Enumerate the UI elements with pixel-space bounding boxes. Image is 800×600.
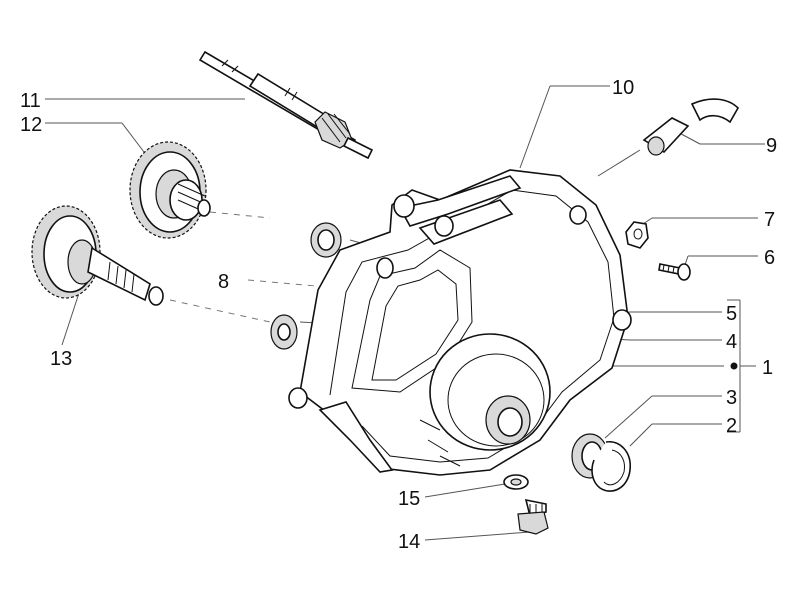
callout-15: 15 xyxy=(398,488,420,510)
leader-14 xyxy=(424,531,531,541)
transmission-cover xyxy=(288,169,632,476)
leader-2b xyxy=(629,423,653,447)
callout-14: 14 xyxy=(398,531,420,553)
screw-6 xyxy=(658,263,691,281)
oil-seal-lower xyxy=(270,314,298,350)
axis-line-upper xyxy=(209,211,271,219)
oil-seal-upper xyxy=(310,222,342,258)
axis-line-lower xyxy=(169,299,271,323)
callout-1: 1 xyxy=(762,357,773,379)
leader-15 xyxy=(424,483,506,498)
leader-3b xyxy=(604,395,653,439)
leader-1-dot xyxy=(730,362,738,370)
callout-9: 9 xyxy=(766,135,777,157)
leader-9c xyxy=(597,149,641,177)
callout-12: 12 xyxy=(20,114,42,136)
callout-6: 6 xyxy=(764,247,775,269)
callout-13: 13 xyxy=(50,348,72,370)
drain-plug-14 xyxy=(517,498,549,535)
washer-15 xyxy=(503,474,529,490)
output-shaft xyxy=(198,50,374,160)
callout-4: 4 xyxy=(726,331,737,353)
callout-2: 2 xyxy=(726,415,737,437)
leader-13 xyxy=(61,289,81,346)
clip-7 xyxy=(625,221,649,249)
callout-8: 8 xyxy=(218,271,229,293)
circlip-2 xyxy=(591,441,631,492)
lower-gear-shaft xyxy=(31,205,164,306)
upper-gear xyxy=(129,141,211,239)
leader-10b xyxy=(519,85,551,169)
callout-7: 7 xyxy=(764,209,775,231)
callout-3: 3 xyxy=(726,387,737,409)
callout-11: 11 xyxy=(20,90,41,112)
callout-labels: 11 12 13 10 9 7 6 8 5 4 1 3 2 15 14 xyxy=(20,77,777,553)
callout-10: 10 xyxy=(612,77,634,99)
breather-hose xyxy=(642,98,739,156)
callout-5: 5 xyxy=(726,303,737,325)
